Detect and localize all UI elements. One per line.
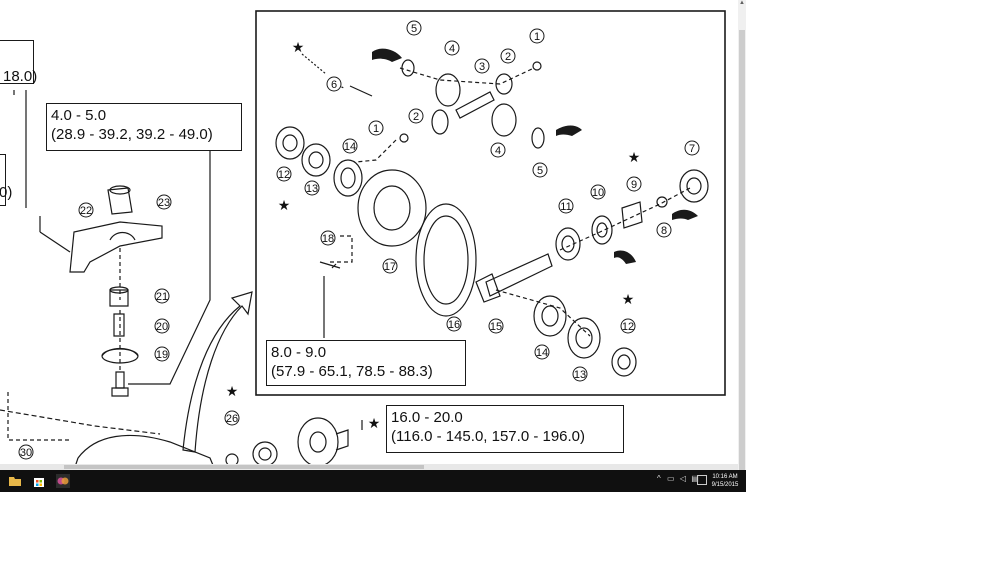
callout-2-mid: 2 [408,108,424,124]
chevron-up-icon[interactable]: ^ [657,474,661,483]
svg-text:10: 10 [592,187,604,199]
left-cut-box: 0) [0,154,12,206]
torque-box-a: 4.0 - 5.0 (28.9 - 39.2, 39.2 - 49.0) [46,103,242,151]
svg-text:4: 4 [495,145,501,157]
callout-8: 8 [656,222,672,238]
svg-text:12: 12 [278,169,290,181]
svg-text:13: 13 [306,183,318,195]
scroll-up-icon[interactable]: ▲ [739,0,745,6]
parts-diagram: 5 4 3 2 1 6 2 1 4 5 14 12 13 7 9 10 11 8… [0,10,726,470]
svg-text:4: 4 [449,43,455,55]
svg-text:23: 23 [158,197,170,209]
svg-text:19: 19 [156,349,168,361]
callout-2-top: 2 [500,48,516,64]
star-mark: ★ [292,39,305,55]
volume-icon[interactable]: ◁ [679,474,686,483]
svg-text:13: 13 [574,369,586,381]
svg-text:3: 3 [479,61,485,73]
svg-text:5: 5 [537,165,543,177]
callout-14-bottom: 14 [534,344,550,360]
star-mark: ★ [278,197,291,213]
callout-11: 11 [558,198,574,214]
callout-19: 19 [154,346,170,362]
svg-text:16: 16 [448,319,460,331]
torque-box-top-left: 18.0) [0,40,37,85]
svg-text:21: 21 [156,291,168,303]
clock-time: 10:16 AM [712,474,738,480]
callout-3: 3 [474,58,490,74]
callout-23: 23 [156,194,172,210]
svg-text:15: 15 [490,321,502,333]
document-viewer[interactable]: 5 4 3 2 1 6 2 1 4 5 14 12 13 7 9 10 11 8… [0,0,738,470]
svg-text:30: 30 [20,447,32,459]
callout-1-top: 1 [529,28,545,44]
svg-text:2: 2 [413,111,419,123]
svg-text:7: 7 [689,143,695,155]
callout-22: 22 [78,202,94,218]
callout-4-mid: 4 [490,142,506,158]
app-icon[interactable] [56,474,70,488]
clock-date: 9/15/2015 [711,482,739,488]
vertical-scroll-thumb[interactable] [739,30,745,470]
callout-6: 6 [326,76,342,92]
callout-12-left: 12 [276,166,292,182]
horizontal-scrollbar[interactable] [0,464,738,470]
file-explorer-icon[interactable] [8,474,22,488]
svg-text:11: 11 [560,201,571,213]
clock[interactable]: 10:16 AM 9/15/2015 [708,473,742,489]
callout-13-bottom: 13 [572,366,588,382]
star-mark: ★ [622,291,635,307]
callout-14-top: 14 [342,138,358,154]
svg-text:20: 20 [156,321,168,333]
svg-text:18: 18 [322,233,334,245]
callout-13-left: 13 [304,180,320,196]
vertical-scrollbar[interactable]: ▲ [738,0,746,470]
callout-17: 17 [382,258,398,274]
callout-18: 18 [320,230,336,246]
callout-21: 21 [154,288,170,304]
svg-text:1: 1 [373,123,379,135]
svg-text:9: 9 [631,179,637,191]
callout-4-top: 4 [444,40,460,56]
callout-26: 26 [224,410,240,426]
callout-16: 16 [446,316,462,332]
star-mark: ★ [368,415,381,431]
svg-text:14: 14 [536,347,548,359]
callout-9: 9 [626,176,642,192]
callout-20: 20 [154,318,170,334]
torque-box-b: 8.0 - 9.0 (57.9 - 65.1, 78.5 - 88.3) [266,340,466,386]
svg-text:26: 26 [226,413,238,425]
svg-text:14: 14 [344,141,356,153]
svg-text:1: 1 [534,31,540,43]
svg-text:2: 2 [505,51,511,63]
star-mark: ★ [628,149,641,165]
keyboard-icon[interactable]: ▤ [691,474,699,483]
callout-15: 15 [488,318,504,334]
callout-10: 10 [590,184,606,200]
callout-12-right: 12 [620,318,636,334]
callout-30: 30 [18,444,34,460]
svg-text:5: 5 [411,23,417,35]
store-icon[interactable] [32,474,46,488]
svg-text:8: 8 [661,225,667,237]
notifications-icon[interactable] [697,475,707,485]
network-icon[interactable]: ▭ [667,474,675,483]
callout-1-mid: 1 [368,120,384,136]
system-tray[interactable]: ^ ▭ ◁ ▤ [657,474,699,488]
callout-5-top: 5 [406,20,422,36]
svg-text:17: 17 [384,261,396,273]
torque-box-c: 16.0 - 20.0 (116.0 - 145.0, 157.0 - 196.… [386,405,624,453]
svg-text:12: 12 [622,321,634,333]
horizontal-scroll-thumb[interactable] [64,465,424,469]
callout-5-mid: 5 [532,162,548,178]
svg-text:6: 6 [331,79,337,91]
taskbar: ^ ▭ ◁ ▤ 10:16 AM 9/15/2015 [0,470,746,492]
star-mark: ★ [226,383,239,399]
svg-text:22: 22 [80,205,92,217]
callout-7: 7 [684,140,700,156]
